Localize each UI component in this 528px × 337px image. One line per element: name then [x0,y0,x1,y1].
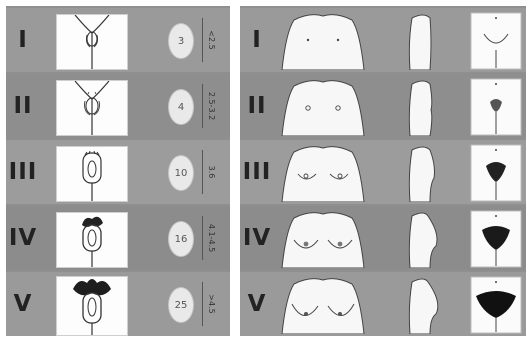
female-stage-row-5: V [240,272,526,336]
length-scale-bar [202,84,203,128]
length-scale-bar [202,150,203,194]
male-stage-row-2: II 4 2.5-3.2 [6,74,230,138]
pubic-stage-2 [470,78,522,136]
male-stage-row-5: V 25 >4.5 [6,272,230,336]
female-stage-row-2: II [240,74,526,138]
stage-label: V [240,272,274,336]
torso-side-stage-1 [400,12,440,70]
stage-label: I [6,8,40,72]
testicular-volume: 25 [168,287,194,323]
genital-illustration-card [56,276,128,336]
genital-stage-4-drawing [57,213,127,267]
length-label: 3.6 [205,142,217,202]
stage-label: V [6,272,40,336]
testicular-volume: 4 [168,89,194,125]
genital-stage-2-drawing [57,81,127,135]
male-stage-row-4: IV 16 4.1-4.5 [6,206,230,270]
stage-label: I [240,8,274,72]
torso-side-stage-2 [400,78,440,136]
genital-illustration-card [56,14,128,70]
testicular-volume: 10 [168,155,194,191]
genital-illustration-card [56,146,128,202]
torso-front-stage-2 [276,78,370,136]
genital-illustration-card [56,80,128,136]
genital-illustration-card [56,212,128,268]
length-label: >4.5 [205,274,217,334]
pubic-stage-5 [470,276,522,334]
male-stage-row-1: I 3 <2.5 [6,8,230,72]
female-stage-row-1: I [240,8,526,72]
stage-label: II [6,74,40,138]
female-stage-row-4: IV [240,206,526,270]
torso-side-stage-3 [400,144,440,202]
length-label: <2.5 [205,10,217,70]
pubic-stage-3 [470,144,522,202]
torso-side-stage-4 [400,210,440,268]
stage-label: III [6,140,40,204]
torso-front-stage-1 [276,12,370,70]
pubic-stage-4 [470,210,522,268]
female-stage-row-3: III [240,140,526,204]
male-stage-row-3: III 10 3.6 [6,140,230,204]
genital-stage-1-drawing [57,15,127,69]
length-scale-bar [202,18,203,62]
stage-label: IV [240,206,274,270]
length-label: 4.1-4.5 [205,208,217,268]
stage-label: III [240,140,274,204]
male-stages-panel: I 3 <2.5 II 4 2.5-3.2 [6,6,230,334]
stage-label: IV [6,206,40,270]
genital-stage-5-drawing [57,277,127,335]
pubic-stage-1 [470,12,522,70]
torso-front-stage-3 [276,144,370,202]
testicular-volume: 3 [168,23,194,59]
testicular-volume: 16 [168,221,194,257]
genital-stage-3-drawing [57,147,127,201]
torso-side-stage-5 [400,276,440,334]
stage-label: II [240,74,274,138]
length-scale-bar [202,282,203,326]
torso-front-stage-4 [276,210,370,268]
length-scale-bar [202,216,203,260]
female-stages-panel: I II [240,6,526,334]
length-label: 2.5-3.2 [205,76,217,136]
torso-front-stage-5 [276,276,370,334]
